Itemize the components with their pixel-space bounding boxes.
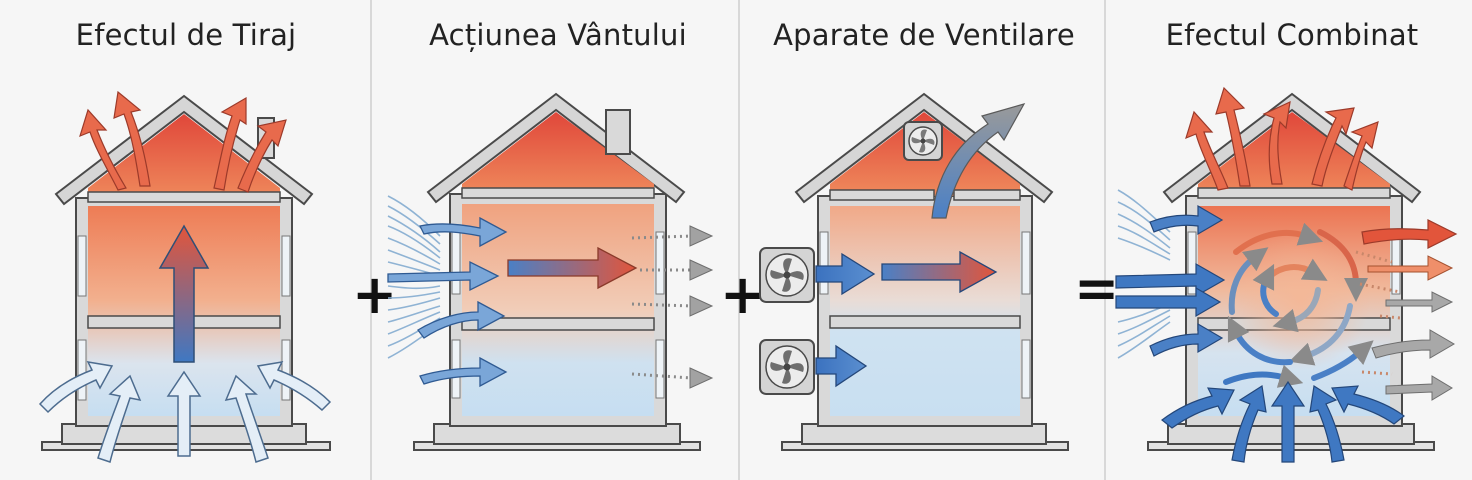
plus-operator: + [720,263,766,326]
combined-outlet-arrows [1355,219,1458,401]
panel-title-stack-effect: Efectul de Tiraj [75,18,297,52]
roof-exhaust-fan-icon [903,121,943,161]
panel-divider [370,0,372,480]
warm-exhaust-arrows [79,90,287,193]
lower-supply-fan-icon [759,339,815,395]
equals-operator: = [1074,257,1120,320]
cold-intake-arrows [38,361,332,463]
panel-title-ventilation-devices: Aparate de Ventilare [773,18,1075,52]
panel-title-wind-action: Acțiunea Vântului [429,18,687,52]
cross-flow-arrow [507,246,638,290]
combined-wind-streamlines [1117,189,1171,359]
combined-bottom-intake-arrows [1161,380,1405,463]
exhaust-arrow [931,103,1026,219]
outlet-arrowheads [689,225,714,389]
wind-inlet-arrows [387,216,508,388]
rising-air-arrow [158,224,210,363]
supply-airflow-arrows [815,250,998,388]
panel-divider [738,0,740,480]
combined-warm-exhaust-arrows [1185,86,1379,191]
upper-supply-fan-icon [759,247,815,303]
outlet-dotted-arrows [631,234,693,380]
swirl-arrows [1223,222,1374,388]
panel-title-combined-effect: Efectul Combinat [1165,18,1419,52]
combined-wind-inlet-arrows [1115,204,1226,357]
wind-action-house [413,92,701,451]
panel-divider [1104,0,1106,480]
